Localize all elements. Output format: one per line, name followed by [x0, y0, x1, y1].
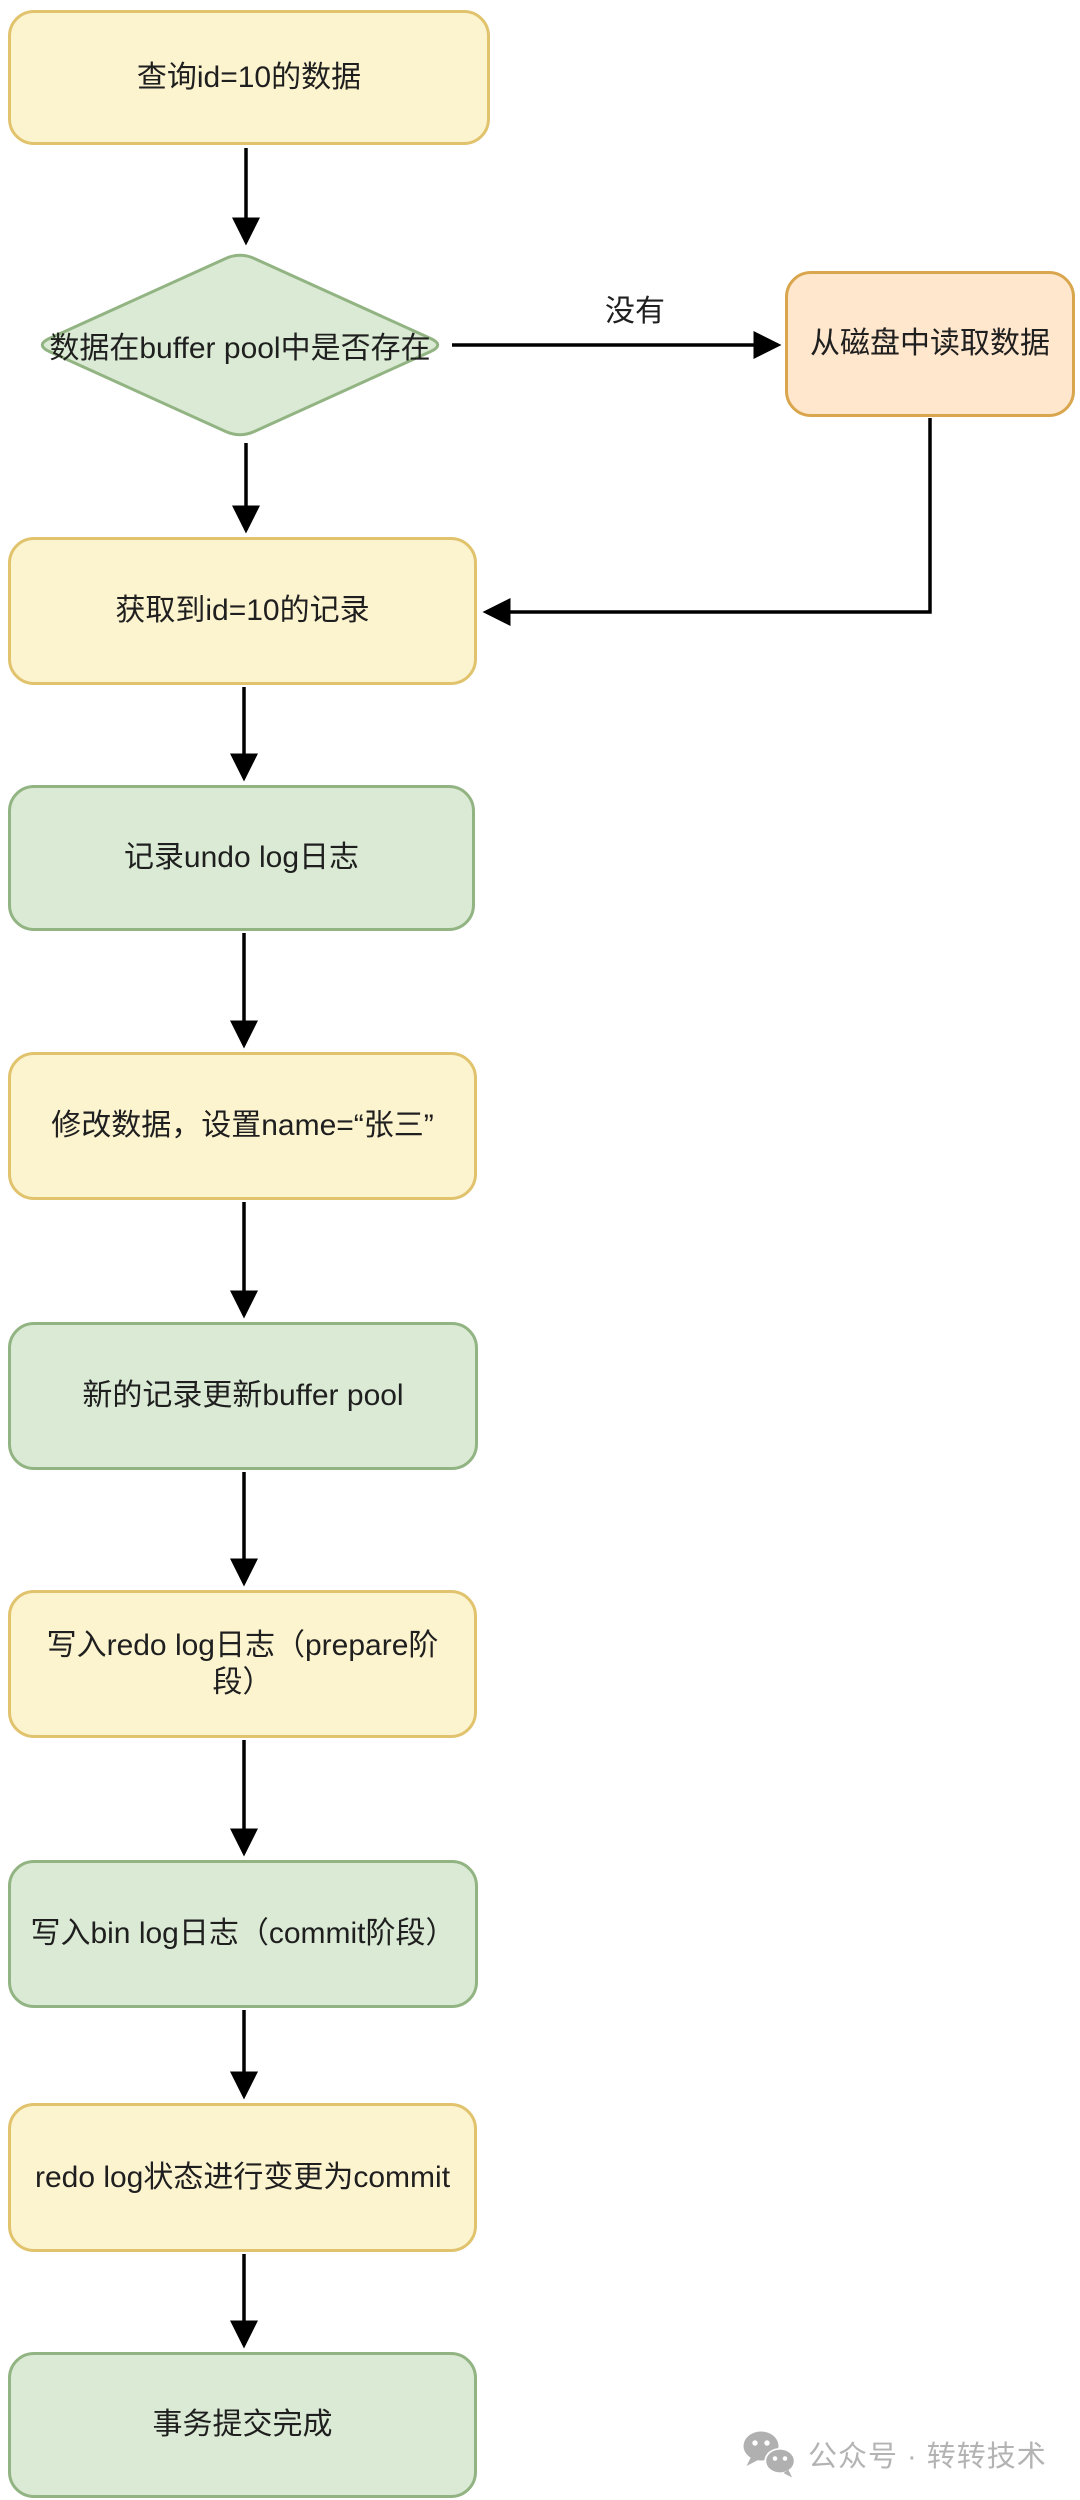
- wechat-icon: [743, 2431, 796, 2478]
- node-redo-log-commit: redo log状态进行变更为commit: [8, 2103, 477, 2252]
- node-redo-log-commit-label: redo log状态进行变更为commit: [34, 2160, 451, 2194]
- node-update-buffer-pool: 新的记录更新buffer pool: [8, 1322, 478, 1470]
- node-undo-log: 记录undo log日志: [8, 785, 475, 931]
- node-bin-log-commit: 写入bin log日志（commit阶段）: [8, 1860, 478, 2008]
- node-query: 查询id=10的数据: [8, 10, 490, 145]
- decision-diamond-shape: [40, 253, 440, 437]
- node-redo-log-prepare: 写入redo log日志（prepare阶段）: [8, 1590, 477, 1738]
- edge-readdisk-getrecord: [482, 418, 932, 626]
- node-read-disk-label: 从磁盘中读取数据: [810, 327, 1050, 361]
- watermark: 公众号 · 转转技术: [742, 2430, 1047, 2478]
- node-modify-data-label: 修改数据，设置name=“张三”: [51, 1109, 434, 1143]
- node-transaction-done: 事务提交完成: [8, 2352, 477, 2498]
- node-read-disk: 从磁盘中读取数据: [785, 271, 1075, 417]
- node-bin-log-commit-label: 写入bin log日志（commit阶段）: [30, 1917, 456, 1951]
- node-query-label: 查询id=10的数据: [136, 60, 362, 94]
- node-get-record-label: 获取到id=10的记录: [115, 594, 370, 628]
- node-get-record: 获取到id=10的记录: [8, 537, 477, 685]
- node-update-buffer-pool-label: 新的记录更新buffer pool: [82, 1379, 404, 1413]
- node-redo-log-prepare-label: 写入redo log日志（prepare阶段）: [46, 1628, 439, 1700]
- edge-label-no: 没有: [605, 295, 665, 328]
- node-decision-label: 数据在buffer pool中是否存在: [49, 332, 431, 365]
- node-modify-data: 修改数据，设置name=“张三”: [8, 1052, 477, 1200]
- node-transaction-done-label: 事务提交完成: [152, 2408, 333, 2442]
- node-decision: 数据在buffer pool中是否存在: [33, 250, 447, 440]
- watermark-text: 公众号 · 转转技术: [808, 2441, 1047, 2473]
- node-undo-log-label: 记录undo log日志: [123, 841, 360, 875]
